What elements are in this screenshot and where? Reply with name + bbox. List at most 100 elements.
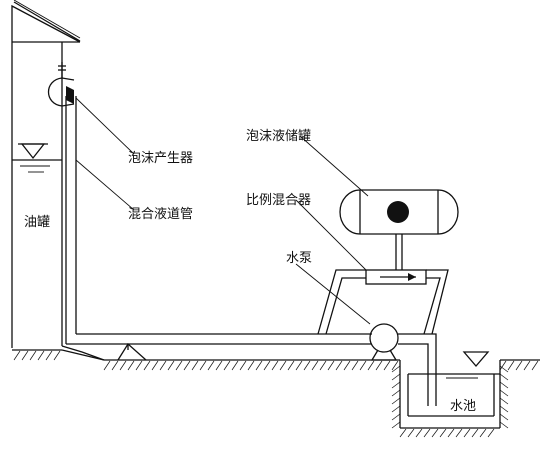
ground-hatch-mark <box>223 360 231 371</box>
ground-hatch-mark <box>167 360 175 371</box>
ground-hatch-mark <box>311 360 319 371</box>
ground-hatch-mark <box>287 360 295 371</box>
ground-hatch-mark <box>351 360 359 371</box>
ground-hatch-mark <box>215 360 223 371</box>
bypass-loop <box>317 269 449 335</box>
ground-hatch-mark <box>199 360 207 371</box>
suction-pipe <box>398 333 437 406</box>
ground-hatch-mark <box>247 360 255 371</box>
mixed-liquid-pipe <box>65 96 372 345</box>
pit-hatch-mark <box>391 389 401 397</box>
oil-tank-roof <box>11 0 81 43</box>
pit-floor-hatch-mark <box>415 428 423 438</box>
ground-hatch-mark <box>367 360 375 371</box>
pit-floor-hatch-mark <box>447 428 455 438</box>
ground-hatch-mark <box>103 360 111 371</box>
ground-hatch-mark <box>127 360 135 371</box>
ground-hatch-mark <box>13 350 21 361</box>
pit-floor-hatch-mark <box>471 428 479 438</box>
pipe-supports <box>61 343 147 361</box>
ground-hatch-mark <box>151 360 159 371</box>
pit-floor-hatch-mark <box>407 428 415 438</box>
ground-hatch-mark <box>343 360 351 371</box>
foam-feed-pipe <box>395 234 403 270</box>
pit-hatch-mark <box>499 421 509 429</box>
ground-hatch-mark <box>111 360 119 371</box>
pit-hatch-mark <box>499 373 509 381</box>
ground-hatch-mark <box>515 360 523 371</box>
tank-level-icon <box>18 143 48 160</box>
pit-floor-hatch-mark <box>487 428 495 438</box>
pit-hatch-mark <box>499 381 509 389</box>
proportioner <box>365 269 427 285</box>
label-pump: 水泵 <box>286 251 312 266</box>
foam-tank <box>339 189 459 235</box>
water-pump <box>369 323 399 361</box>
ground-hatch-mark <box>531 360 539 371</box>
ground-hatch-mark <box>263 360 271 371</box>
ground-hatch-mark <box>37 350 45 361</box>
ground-hatch-mark <box>175 360 183 371</box>
pit-hatch-mark <box>499 365 509 373</box>
pit-hatch-mark <box>391 413 401 421</box>
label-oil-tank: 油罐 <box>24 215 50 230</box>
ground-hatch-mark <box>319 360 327 371</box>
ground-hatch-mark <box>231 360 239 371</box>
ground-hatch-mark <box>279 360 287 371</box>
ground-hatch-mark <box>523 360 531 371</box>
pit-floor-hatch-mark <box>479 428 487 438</box>
ground-hatch-mark <box>335 360 343 371</box>
pit-hatch-mark <box>391 421 401 429</box>
ground-hatch-mark <box>391 360 399 371</box>
ground-hatch-mark <box>159 360 167 371</box>
ground-hatch-mark <box>327 360 335 371</box>
pit-hatch-mark <box>391 365 401 373</box>
ground-hatch-mark <box>375 360 383 371</box>
pit-floor-hatch-mark <box>399 428 407 438</box>
ground-hatch-mark <box>191 360 199 371</box>
ground-hatch-mark <box>45 350 53 361</box>
ground-hatch-mark <box>507 360 515 371</box>
foam-generator <box>47 62 75 107</box>
leader-lines <box>75 97 371 325</box>
pit-floor-hatch-mark <box>423 428 431 438</box>
pit-hatch-mark <box>391 373 401 381</box>
pit-floor-hatch-mark <box>463 428 471 438</box>
ground <box>12 349 540 438</box>
ground-hatch-mark <box>295 360 303 371</box>
pit-hatch-mark <box>391 405 401 413</box>
label-pool: 水池 <box>450 399 476 414</box>
label-foam-generator: 泡沫产生器 <box>128 151 193 166</box>
ground-hatch-mark <box>207 360 215 371</box>
ground-hatch-mark <box>359 360 367 371</box>
ground-hatch-mark <box>303 360 311 371</box>
pit-hatch-mark <box>499 397 509 405</box>
water-pool <box>407 373 500 417</box>
label-mixed-pipe: 混合液道管 <box>128 207 193 222</box>
ground-hatch-mark <box>239 360 247 371</box>
ground-hatch-mark <box>183 360 191 371</box>
oil-tank-wall <box>11 42 63 348</box>
ground-hatch-mark <box>383 360 391 371</box>
ground-hatch-mark <box>119 360 127 371</box>
ground-hatch-mark <box>21 350 29 361</box>
ground-hatch-mark <box>499 360 507 371</box>
ground-hatch-mark <box>53 350 61 361</box>
pit-floor-hatch-mark <box>431 428 439 438</box>
pit-hatch-mark <box>499 405 509 413</box>
pit-hatch-mark <box>391 397 401 405</box>
pit-floor-hatch-mark <box>439 428 447 438</box>
label-proportioner: 比例混合器 <box>246 193 311 208</box>
pit-hatch-mark <box>391 381 401 389</box>
pit-hatch-mark <box>499 413 509 421</box>
pool-level-icon <box>462 351 490 367</box>
pit-hatch-mark <box>499 389 509 397</box>
ground-hatch-mark <box>271 360 279 371</box>
label-foam-tank: 泡沫液储罐 <box>246 129 311 144</box>
ground-hatch-mark <box>135 360 143 371</box>
pit-floor-hatch-mark <box>455 428 463 438</box>
ground-hatch-mark <box>29 350 37 361</box>
ground-hatch-mark <box>255 360 263 371</box>
